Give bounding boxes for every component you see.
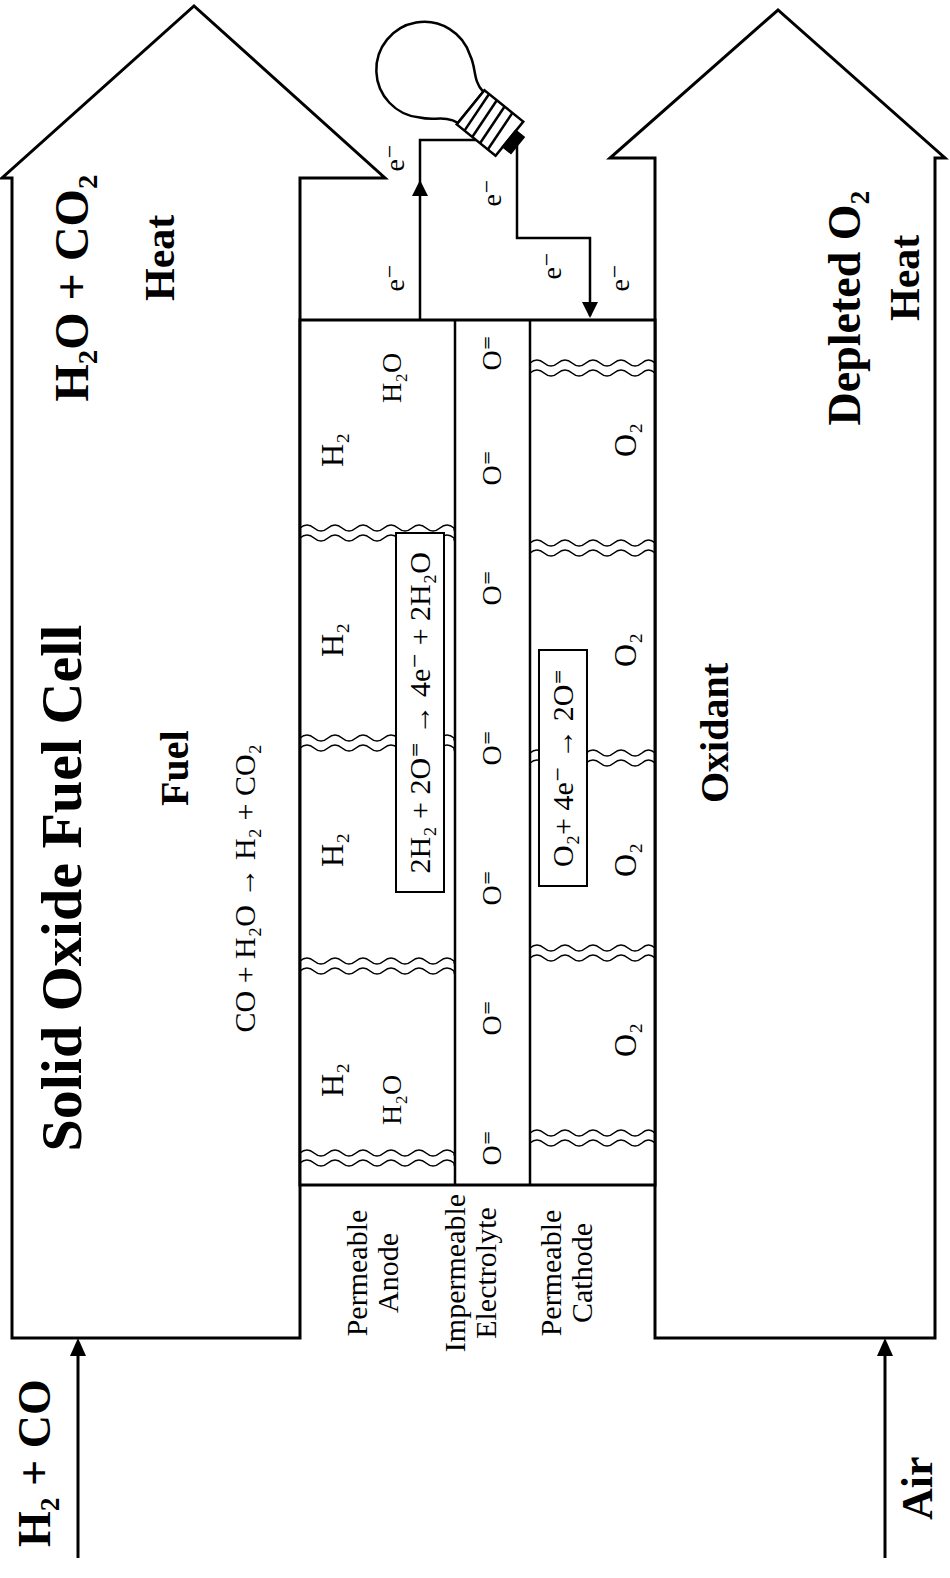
species-label: O₂ [609,1023,641,1057]
outlet-label: Heat [884,235,926,321]
outlet-label: H₂O + CO₂ [48,175,96,402]
ion-label: O⁼ [478,1131,506,1166]
species-label: H₂ [316,623,348,657]
electron-arrowhead [412,180,428,196]
species-label: H₂O [378,353,406,403]
pore-line [300,958,455,964]
air-flow-arrow [610,10,945,1338]
electron-wire-out [420,140,476,320]
species-label: O₂ [609,633,641,667]
flow-label: Oxidant [695,663,735,803]
diagram-title: Solid Oxide Fuel Cell [33,625,91,1152]
cell-body [300,320,655,1185]
ion-label: O⁼ [478,1001,506,1036]
outlet-label: Depleted O₂ [822,191,868,426]
pore-line [300,1150,455,1156]
electron-label: e⁻ [381,144,409,171]
inlet-label: H₂ + CO [12,1379,58,1547]
electron-wire-return [517,145,590,316]
fuel-inlet-head [70,1338,86,1356]
air-inlet-head [877,1338,893,1356]
electron-arrowhead [582,302,598,318]
pore-channels [300,360,655,1166]
electron-label: e⁻ [606,264,634,291]
pore-line [530,360,655,366]
air-inlet-arrow [884,1352,887,1558]
pore-line [530,1140,655,1146]
light-bulb [357,2,548,182]
layer-label: Permeable Cathode [535,1188,598,1358]
ion-label: O⁼ [478,731,506,766]
pore-line [530,945,655,951]
reaction-text: CO + H₂O → H₂ + CO₂ [230,744,260,1033]
species-label: H₂O [378,1075,406,1125]
reaction-box: 2H₂ + 2O⁼ → 4e⁻ + 2H₂O [395,532,445,893]
electron-label: e⁻ [478,179,506,206]
species-label: H₂ [316,1063,348,1097]
layer-label: Impermeable Electrolyte [439,1188,502,1358]
pore-line [530,540,655,546]
ion-label: O⁼ [478,451,506,486]
reaction-equation: O₂+ 4e⁻ → 2O⁼ [546,669,579,867]
pore-line [530,955,655,961]
pore-line [530,1130,655,1136]
pore-line [300,525,455,531]
fuel-inlet-arrow [77,1352,80,1558]
species-label: O₂ [609,423,641,457]
species-label: H₂ [316,433,348,467]
ion-label: O⁼ [478,336,506,371]
pore-line [300,968,455,974]
electron-label: e⁻ [538,252,566,279]
species-label: H₂ [316,833,348,867]
flow-label: Fuel [155,730,195,806]
ion-label: O⁼ [478,871,506,906]
pore-line [300,1160,455,1166]
anode-electrolyte-boundary [454,320,457,1185]
species-label: O₂ [609,843,641,877]
reaction-equation: 2H₂ + 2O⁼ → 4e⁻ + 2H₂O [403,552,436,873]
inlet-label: Air [896,1456,940,1520]
electron-label: e⁻ [381,264,409,291]
ion-label: O⁼ [478,571,506,606]
pore-line [530,550,655,556]
layer-label: Permeable Anode [341,1188,404,1358]
outlet-label: Heat [139,215,181,301]
pore-line [530,370,655,376]
reaction-box: O₂+ 4e⁻ → 2O⁼ [538,649,588,887]
